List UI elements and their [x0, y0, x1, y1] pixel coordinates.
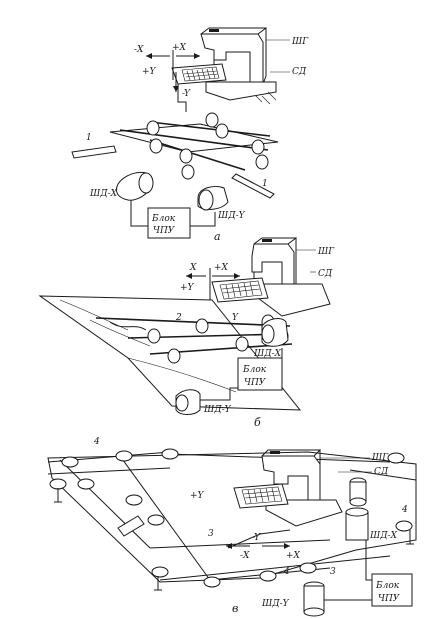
label-part-2-b: 2 — [175, 313, 182, 323]
label-plus-x-v: +Х — [286, 551, 301, 561]
label-motor-y-b: ШД-Y — [203, 405, 232, 415]
caption-v: в — [232, 602, 238, 615]
label-machine-a: ШГ — [291, 37, 309, 47]
label-part-4-bottom-v: 4 — [283, 567, 290, 577]
label-motor-y-a: ШД-Y — [217, 211, 246, 221]
cnc-block-b — [237, 357, 283, 391]
label-plus-y-a: +Y — [142, 67, 157, 77]
label-motor-x-v: ШД-Х — [369, 531, 398, 541]
label-minus-y-v: -Y — [252, 533, 261, 543]
label-x-b: Х — [189, 263, 197, 273]
label-minus-x-a: -Х — [134, 45, 144, 55]
motor-x-a — [115, 171, 154, 201]
label-y-b: Y — [232, 313, 239, 323]
motor-y-a — [197, 185, 229, 211]
label-plus-y-v: +Y — [190, 491, 205, 501]
label-part-3-right-v: 3 — [330, 567, 336, 577]
label-cnc-line1-b: Блок — [242, 365, 267, 375]
caption-b: б — [254, 416, 261, 429]
cnc-block-v — [371, 573, 413, 607]
motor-x-b — [261, 318, 289, 347]
diagram-a: ШГ СД -Х +Х +Y -Y 1 1 ШД-Х ШД-Y Блок ЧПУ… — [71, 27, 309, 243]
diagram-v: ШГ СД 4 4 4 3 3 +Y -Y -Х +Х ШД-Х ШД-Y Бл… — [47, 437, 417, 617]
motor-x-v — [345, 477, 369, 541]
label-motor-y-v: ШД-Y — [261, 599, 290, 609]
sewing-head-a — [200, 27, 267, 85]
label-machine-b: ШГ — [317, 247, 335, 257]
label-cnc-line2-b: ЧПУ — [244, 378, 267, 388]
label-machine-v: ШГ — [371, 453, 389, 463]
motor-y-v — [303, 581, 325, 617]
caption-a: а — [214, 230, 221, 243]
label-plus-x-a: +Х — [172, 43, 187, 53]
label-part-1-left-a: 1 — [86, 133, 92, 143]
label-minus-x-v: -Х — [240, 551, 250, 561]
label-plus-x-b: +Х — [214, 263, 229, 273]
label-table-a: СД — [292, 67, 307, 77]
roller-group-a — [146, 112, 269, 180]
label-motor-x-b: ШД-Х — [253, 349, 282, 359]
label-part-4-top-v: 4 — [93, 437, 100, 447]
label-plus-y-b: +Y — [180, 283, 195, 293]
label-part-4-right-v: 4 — [401, 505, 408, 515]
pulley-group-v — [49, 448, 413, 588]
label-cnc-line2-v: ЧПУ — [378, 594, 401, 604]
label-table-v: СД — [374, 467, 389, 477]
label-table-b: СД — [318, 269, 333, 279]
cnc-block-a — [147, 207, 191, 239]
label-part-1-right-a: 1 — [262, 179, 268, 189]
label-cnc-line2-a: ЧПУ — [153, 226, 176, 236]
label-minus-y-a: -Y — [182, 89, 191, 99]
label-part-3-mid-v: 3 — [208, 529, 214, 539]
label-cnc-line1-v: Блок — [375, 581, 400, 591]
diagram-b: ШГ СД Х +Х +Y Y 2 ШД-Х ШД-Y Блок ЧПУ б — [38, 237, 335, 429]
motor-y-b — [175, 389, 201, 415]
label-motor-x-a: ШД-Х — [89, 189, 118, 199]
label-cnc-line1-a: Блок — [151, 214, 176, 224]
